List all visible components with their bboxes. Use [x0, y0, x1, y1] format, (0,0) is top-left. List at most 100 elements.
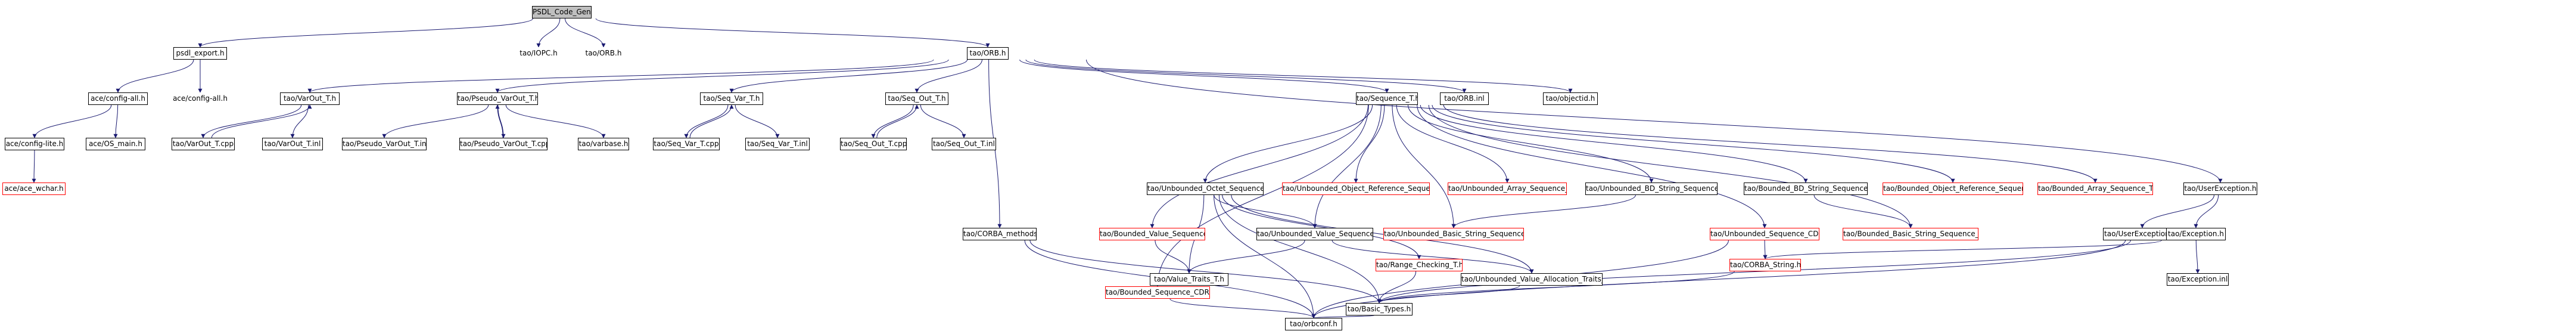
node-seq-out[interactable]: tao/Seq_Out_T.h: [885, 92, 948, 105]
node-bd-basic-string[interactable]: tao/Bounded_Basic_String_Sequence_T.h: [1843, 228, 1978, 240]
node-varout[interactable]: tao/VarOut_T.h: [280, 92, 340, 105]
edge-sequence-t-to-bd-bd-string: [1420, 104, 1808, 183]
edge-seq-out-to-seq-out-cpp: [871, 104, 914, 138]
edge-psdl-export-to-config-all-1: [116, 59, 194, 93]
node-orb-plain[interactable]: tao/ORB.h: [583, 47, 624, 60]
node-unb-objref[interactable]: tao/Unbounded_Object_Reference_Sequence_…: [1282, 183, 1430, 195]
edge-unb-value-to-unb-value-alloc: [1331, 240, 1534, 274]
node-orb[interactable]: tao/ORB.h: [967, 47, 1009, 60]
node-seq-out-inl[interactable]: tao/Seq_Out_T.inl: [932, 138, 996, 150]
node-corba-methods[interactable]: tao/CORBA_methods.h: [963, 228, 1037, 240]
edge-psdl-code-gen-to-iopc: [536, 18, 561, 48]
node-sequence-t[interactable]: tao/Sequence_T.h: [1356, 92, 1418, 105]
node-bd-array[interactable]: tao/Bounded_Array_Sequence_T.h: [2037, 183, 2153, 195]
edge-exception-to-basic-types: [1377, 240, 2131, 304]
node-seq-var[interactable]: tao/Seq_Var_T.h: [700, 92, 763, 105]
node-seq-var-cpp[interactable]: tao/Seq_Var_T.cpp: [653, 138, 720, 150]
node-unb-array[interactable]: tao/Unbounded_Array_Sequence_T.h: [1448, 183, 1567, 195]
node-psdl-export[interactable]: psdl_export.h: [173, 47, 227, 60]
edge-sequence-t-to-bd-objref: [1432, 104, 1955, 183]
edge-orb-to-orb-inl: [1025, 59, 1467, 93]
edge-config-lite-to-ace-wchar: [32, 150, 36, 183]
edge-varout-cpp-to-varout: [211, 104, 312, 138]
edge-unb-bd-string-to-unb-basic-string: [1451, 194, 1636, 228]
node-seq-var-inl[interactable]: tao/Seq_Var_T.inl: [745, 138, 810, 150]
edge-exception-to-orbconf: [1311, 240, 2126, 318]
node-unb-basic-string[interactable]: tao/Unbounded_Basic_String_Sequence_T.h: [1383, 228, 1524, 240]
edge-pseudo-varout-to-pseudo-varout-inl: [382, 104, 489, 138]
node-psdl-code-gen[interactable]: PSDL_Code_Gen.h: [532, 6, 592, 18]
node-pseudo-varout-inl[interactable]: tao/Pseudo_VarOut_T.inl: [342, 138, 427, 150]
edge-orb-to-varout: [307, 59, 934, 93]
node-config-all-1[interactable]: ace/config-all.h: [88, 92, 148, 105]
edge-unb-octet-to-unb-value: [1214, 194, 1317, 228]
node-os-main[interactable]: ace/OS_main.h: [86, 138, 145, 150]
node-user-exception-inl[interactable]: tao/UserException.inl: [2103, 228, 2182, 240]
edge-sequence-t-to-bd-array: [1443, 104, 2098, 183]
node-bd-bd-string[interactable]: tao/Bounded_BD_String_Sequence_T.h: [1744, 183, 1868, 195]
node-orbconf[interactable]: tao/orbconf.h: [1285, 318, 1342, 330]
edge-pseudo-varout-cpp-to-pseudo-varout: [495, 104, 503, 138]
edge-unb-octet-to-range-checking: [1222, 194, 1421, 259]
node-varout-inl[interactable]: tao/VarOut_T.inl: [262, 138, 323, 150]
edge-corba-methods-to-basic-types: [1029, 240, 1382, 304]
edge-sequence-t-to-unb-array: [1396, 104, 1510, 183]
edge-orb-to-pseudo-varout: [495, 59, 949, 93]
edge-pseudo-varout-to-varbase: [505, 104, 606, 138]
edge-sequence-t-to-unb-seq-cdr: [1417, 104, 1767, 228]
node-pseudo-varout-cpp[interactable]: tao/Pseudo_VarOut_T.cpp: [459, 138, 547, 150]
node-varout-cpp[interactable]: tao/VarOut_T.cpp: [172, 138, 235, 150]
node-objectid[interactable]: tao/objectid.h: [1543, 92, 1598, 105]
edge-unb-octet-to-unb-value-alloc: [1231, 194, 1534, 274]
edge-exception-to-corba-string: [1763, 240, 2162, 259]
node-config-all-2[interactable]: ace/config-all.h: [170, 92, 231, 105]
node-varbase[interactable]: tao/varbase.h: [578, 138, 629, 150]
node-bd-seq-cdr[interactable]: tao/Bounded_Sequence_CDR_T.h: [1105, 286, 1210, 299]
edge-sequence-t-to-unb-value: [1312, 104, 1382, 228]
node-unb-bd-string[interactable]: tao/Unbounded_BD_String_Sequence_T.h: [1585, 183, 1718, 195]
edge-orb-to-user-exception: [1086, 59, 2223, 183]
node-ace-wchar[interactable]: ace/ace_wchar.h: [2, 183, 66, 195]
node-range-checking[interactable]: tao/Range_Checking_T.h: [1376, 259, 1463, 271]
node-bd-value[interactable]: tao/Bounded_Value_Sequence_T.h: [1099, 228, 1205, 240]
node-exception-inl[interactable]: tao/Exception.inl: [2167, 273, 2229, 286]
node-basic-types[interactable]: tao/Basic_Types.h: [1346, 303, 1413, 316]
edge-orb-to-seq-var: [729, 59, 968, 93]
node-unb-value[interactable]: tao/Unbounded_Value_Sequence_T.h: [1256, 228, 1373, 240]
node-pseudo-varout[interactable]: tao/Pseudo_VarOut_T.h: [457, 92, 538, 105]
edge-pseudo-varout-to-pseudo-varout-cpp: [497, 104, 506, 138]
edge-unb-value-alloc-to-basic-types: [1377, 285, 1520, 304]
edge-unb-value-to-value-traits: [1187, 240, 1305, 274]
edge-user-exception-to-user-exception-inl: [2140, 194, 2215, 228]
node-bd-objref[interactable]: tao/Bounded_Object_Reference_Sequence_T.…: [1883, 183, 2023, 195]
edge-bd-value-to-value-traits: [1155, 240, 1191, 274]
edge-seq-var-cpp-to-seq-var: [689, 104, 734, 138]
edge-varout-to-varout-inl: [290, 104, 309, 138]
edge-orb-to-seq-out: [914, 59, 982, 93]
edge-bd-bd-string-to-bd-basic-string: [1813, 194, 1913, 228]
edge-orb-to-sequence-t: [1019, 59, 1389, 93]
edge-seq-var-to-seq-var-inl: [735, 104, 780, 138]
edge-basic-types-to-orbconf: [1311, 314, 1374, 318]
edge-varout-to-varout-cpp: [201, 104, 302, 138]
node-seq-out-cpp[interactable]: tao/Seq_Out_T.cpp: [840, 138, 907, 150]
node-unb-value-alloc[interactable]: tao/Unbounded_Value_Allocation_Traits_T.…: [1461, 273, 1603, 286]
edge-unb-octet-to-orbconf: [1214, 194, 1316, 318]
edge-exception-to-exception-inl: [2195, 240, 2200, 274]
node-config-lite[interactable]: ace/config-lite.h: [5, 138, 64, 150]
node-value-traits[interactable]: tao/Value_Traits_T.h: [1150, 273, 1228, 286]
edge-psdl-code-gen-to-orb: [595, 18, 990, 48]
node-exception[interactable]: tao/Exception.h: [2166, 228, 2226, 240]
edge-psdl-code-gen-to-orb-plain: [565, 18, 606, 48]
node-unb-seq-cdr[interactable]: tao/Unbounded_Sequence_CDR_T.h: [1710, 228, 1819, 240]
node-orb-inl[interactable]: tao/ORB.inl: [1440, 92, 1489, 105]
node-corba-string[interactable]: tao/CORBA_String.h: [1729, 259, 1801, 271]
edge-seq-out-cpp-to-seq-out: [876, 104, 919, 138]
node-iopc[interactable]: tao/IOPC.h: [517, 47, 560, 60]
edge-config-all-1-to-os-main: [113, 104, 119, 138]
edge-unb-octet-to-basic-types: [1218, 194, 1382, 304]
node-user-exception[interactable]: tao/UserException.h: [2183, 183, 2257, 195]
node-unb-octet[interactable]: tao/Unbounded_Octet_Sequence_T.h: [1147, 183, 1264, 195]
